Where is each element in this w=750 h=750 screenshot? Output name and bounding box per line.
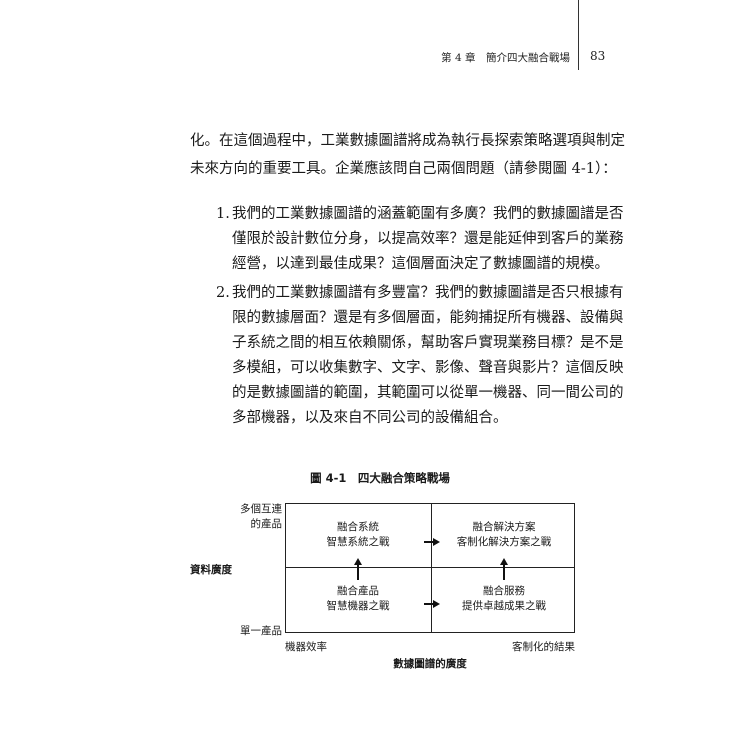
header-divider-line bbox=[578, 0, 579, 70]
y-axis-label: 資料廣度 bbox=[190, 564, 232, 576]
question-line: 子系統之間的相互依賴關係，幫助客戶實現業務目標？是不是 bbox=[232, 335, 624, 351]
question-list: 1. 我們的工業數據圖譜的涵蓋範圍有多廣？我們的數據圖譜是否 僅限於設計數位分身… bbox=[216, 202, 624, 431]
intro-line: 未來方向的重要工具。企業應該問自己兩個問題（請參閱圖 4-1）： bbox=[190, 161, 617, 177]
arrow-up-icon bbox=[354, 558, 362, 565]
y-bottom-label: 單一產品 bbox=[240, 625, 282, 637]
y-top-label-line: 多個互連 bbox=[240, 503, 282, 515]
arrow-up-icon-stem bbox=[503, 564, 505, 580]
page-number: 83 bbox=[590, 49, 606, 63]
arrow-up-icon bbox=[500, 558, 508, 565]
figure-title: 圖 4-1 四大融合策略戰場 bbox=[310, 471, 450, 485]
running-header: 第 4 章 簡介四大融合戰場 bbox=[441, 52, 570, 64]
x-axis-label: 數據圖譜的廣度 bbox=[393, 658, 467, 670]
cell-bottom-left: 融合產品 智慧機器之戰 bbox=[286, 584, 430, 614]
arrow-right-icon-stem bbox=[424, 603, 434, 605]
question-item: 2. 我們的工業數據圖譜有多豐富？我們的數據圖譜是否只根據有 限的數據層面？還是… bbox=[216, 281, 624, 431]
cell-subtitle: 客制化解決方案之戰 bbox=[456, 536, 552, 548]
cell-title: 融合產品 bbox=[337, 585, 379, 597]
arrow-right-icon-stem bbox=[424, 541, 434, 543]
question-line: 多部機器，以及來自不同公司的設備組合。 bbox=[232, 410, 508, 426]
strategy-matrix: 融合系統 智慧系統之戰 融合解決方案 客制化解決方案之戰 融合產品 智慧機器之戰… bbox=[285, 503, 575, 633]
cell-subtitle: 智慧系統之戰 bbox=[326, 536, 390, 548]
cell-title: 融合解決方案 bbox=[472, 521, 536, 533]
cell-bottom-right: 融合服務 提供卓越成果之戰 bbox=[432, 584, 576, 614]
cell-top-right: 融合解決方案 客制化解決方案之戰 bbox=[432, 520, 576, 550]
x-left-label: 機器效率 bbox=[285, 641, 327, 653]
cell-title: 融合系統 bbox=[337, 521, 379, 533]
matrix-horizontal-divider bbox=[286, 567, 574, 568]
question-line: 我們的工業數據圖譜有多豐富？我們的數據圖譜是否只根據有 bbox=[232, 285, 624, 301]
question-line: 多模組，可以收集數字、文字、影像、聲音與影片？這個反映 bbox=[232, 360, 624, 376]
question-number: 2. bbox=[216, 285, 230, 301]
cell-top-left: 融合系統 智慧系統之戰 bbox=[286, 520, 430, 550]
question-line: 的是數據圖譜的範圍，其範圍可以從單一機器、同一間公司的 bbox=[232, 385, 624, 401]
arrow-right-icon bbox=[433, 600, 440, 608]
x-right-label: 客制化的結果 bbox=[512, 641, 575, 653]
question-line: 經營，以達到最佳成果？這個層面決定了數據圖譜的規模。 bbox=[232, 256, 609, 272]
question-number: 1. bbox=[216, 206, 230, 222]
y-top-label: 多個互連 的產品 bbox=[230, 502, 282, 532]
question-line: 限的數據層面？還是有多個層面，能夠捕捉所有機器、設備與 bbox=[232, 310, 624, 326]
intro-line: 化。在這個過程中，工業數據圖譜將成為執行長探索策略選項與制定 bbox=[190, 133, 625, 149]
cell-title: 融合服務 bbox=[483, 585, 525, 597]
cell-subtitle: 智慧機器之戰 bbox=[326, 600, 390, 612]
cell-subtitle: 提供卓越成果之戰 bbox=[462, 600, 546, 612]
arrow-right-icon bbox=[433, 538, 440, 546]
matrix-vertical-divider bbox=[431, 504, 432, 632]
question-item: 1. 我們的工業數據圖譜的涵蓋範圍有多廣？我們的數據圖譜是否 僅限於設計數位分身… bbox=[216, 202, 624, 277]
question-line: 我們的工業數據圖譜的涵蓋範圍有多廣？我們的數據圖譜是否 bbox=[232, 206, 624, 222]
intro-paragraph: 化。在這個過程中，工業數據圖譜將成為執行長探索策略選項與制定 未來方向的重要工具… bbox=[190, 127, 625, 183]
question-line: 僅限於設計數位分身，以提高效率？還是能延伸到客戶的業務 bbox=[232, 231, 624, 247]
y-top-label-line: 的產品 bbox=[250, 518, 283, 530]
arrow-up-icon-stem bbox=[357, 564, 359, 580]
